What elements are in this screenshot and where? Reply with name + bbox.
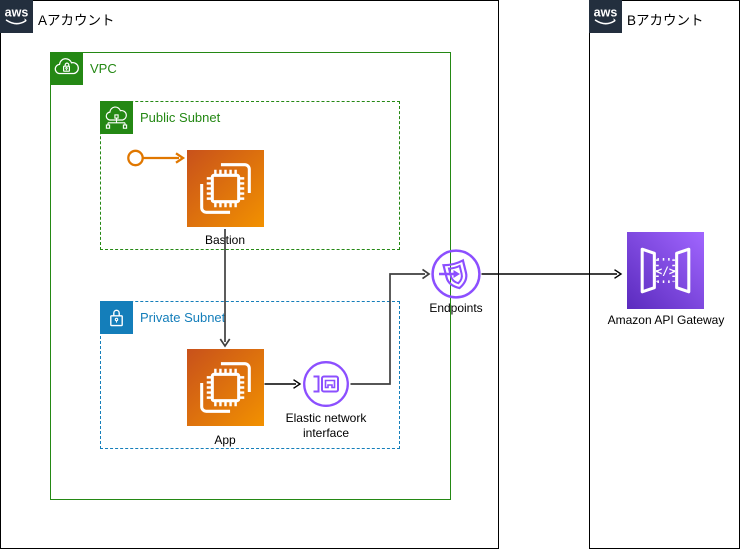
public-subnet-label: Public Subnet bbox=[140, 110, 221, 125]
api-gateway-glyph-text: </> bbox=[655, 265, 675, 278]
account-b-label: Bアカウント bbox=[627, 13, 704, 28]
private-subnet-icon bbox=[99, 300, 133, 334]
app-ec2-icon bbox=[187, 349, 264, 426]
elastic-network-interface-icon bbox=[302, 360, 350, 408]
aws-logo-icon: aws bbox=[0, 0, 33, 33]
aws-logo-text: aws bbox=[593, 5, 617, 19]
app-label: App bbox=[214, 433, 236, 447]
aws-logo-text: aws bbox=[4, 5, 28, 19]
bastion-label: Bastion bbox=[204, 233, 246, 247]
private-subnet-label: Private Subnet bbox=[140, 310, 226, 325]
public-subnet-group: Public Subnet bbox=[99, 100, 400, 250]
api-gateway-icon: </> bbox=[627, 232, 704, 309]
public-subnet-icon bbox=[99, 100, 133, 134]
bastion-ec2-icon bbox=[187, 150, 264, 227]
vpc-endpoints-icon bbox=[430, 248, 482, 300]
aws-logo-icon: aws bbox=[588, 0, 622, 33]
eni-label: Elastic network interface bbox=[285, 411, 367, 440]
vpc-icon bbox=[49, 51, 83, 85]
endpoints-label: Endpoints bbox=[429, 301, 483, 315]
account-a-label: Aアカウント bbox=[38, 13, 115, 28]
vpc-label: VPC bbox=[90, 61, 117, 76]
api-gateway-label: Amazon API Gateway bbox=[607, 313, 725, 327]
